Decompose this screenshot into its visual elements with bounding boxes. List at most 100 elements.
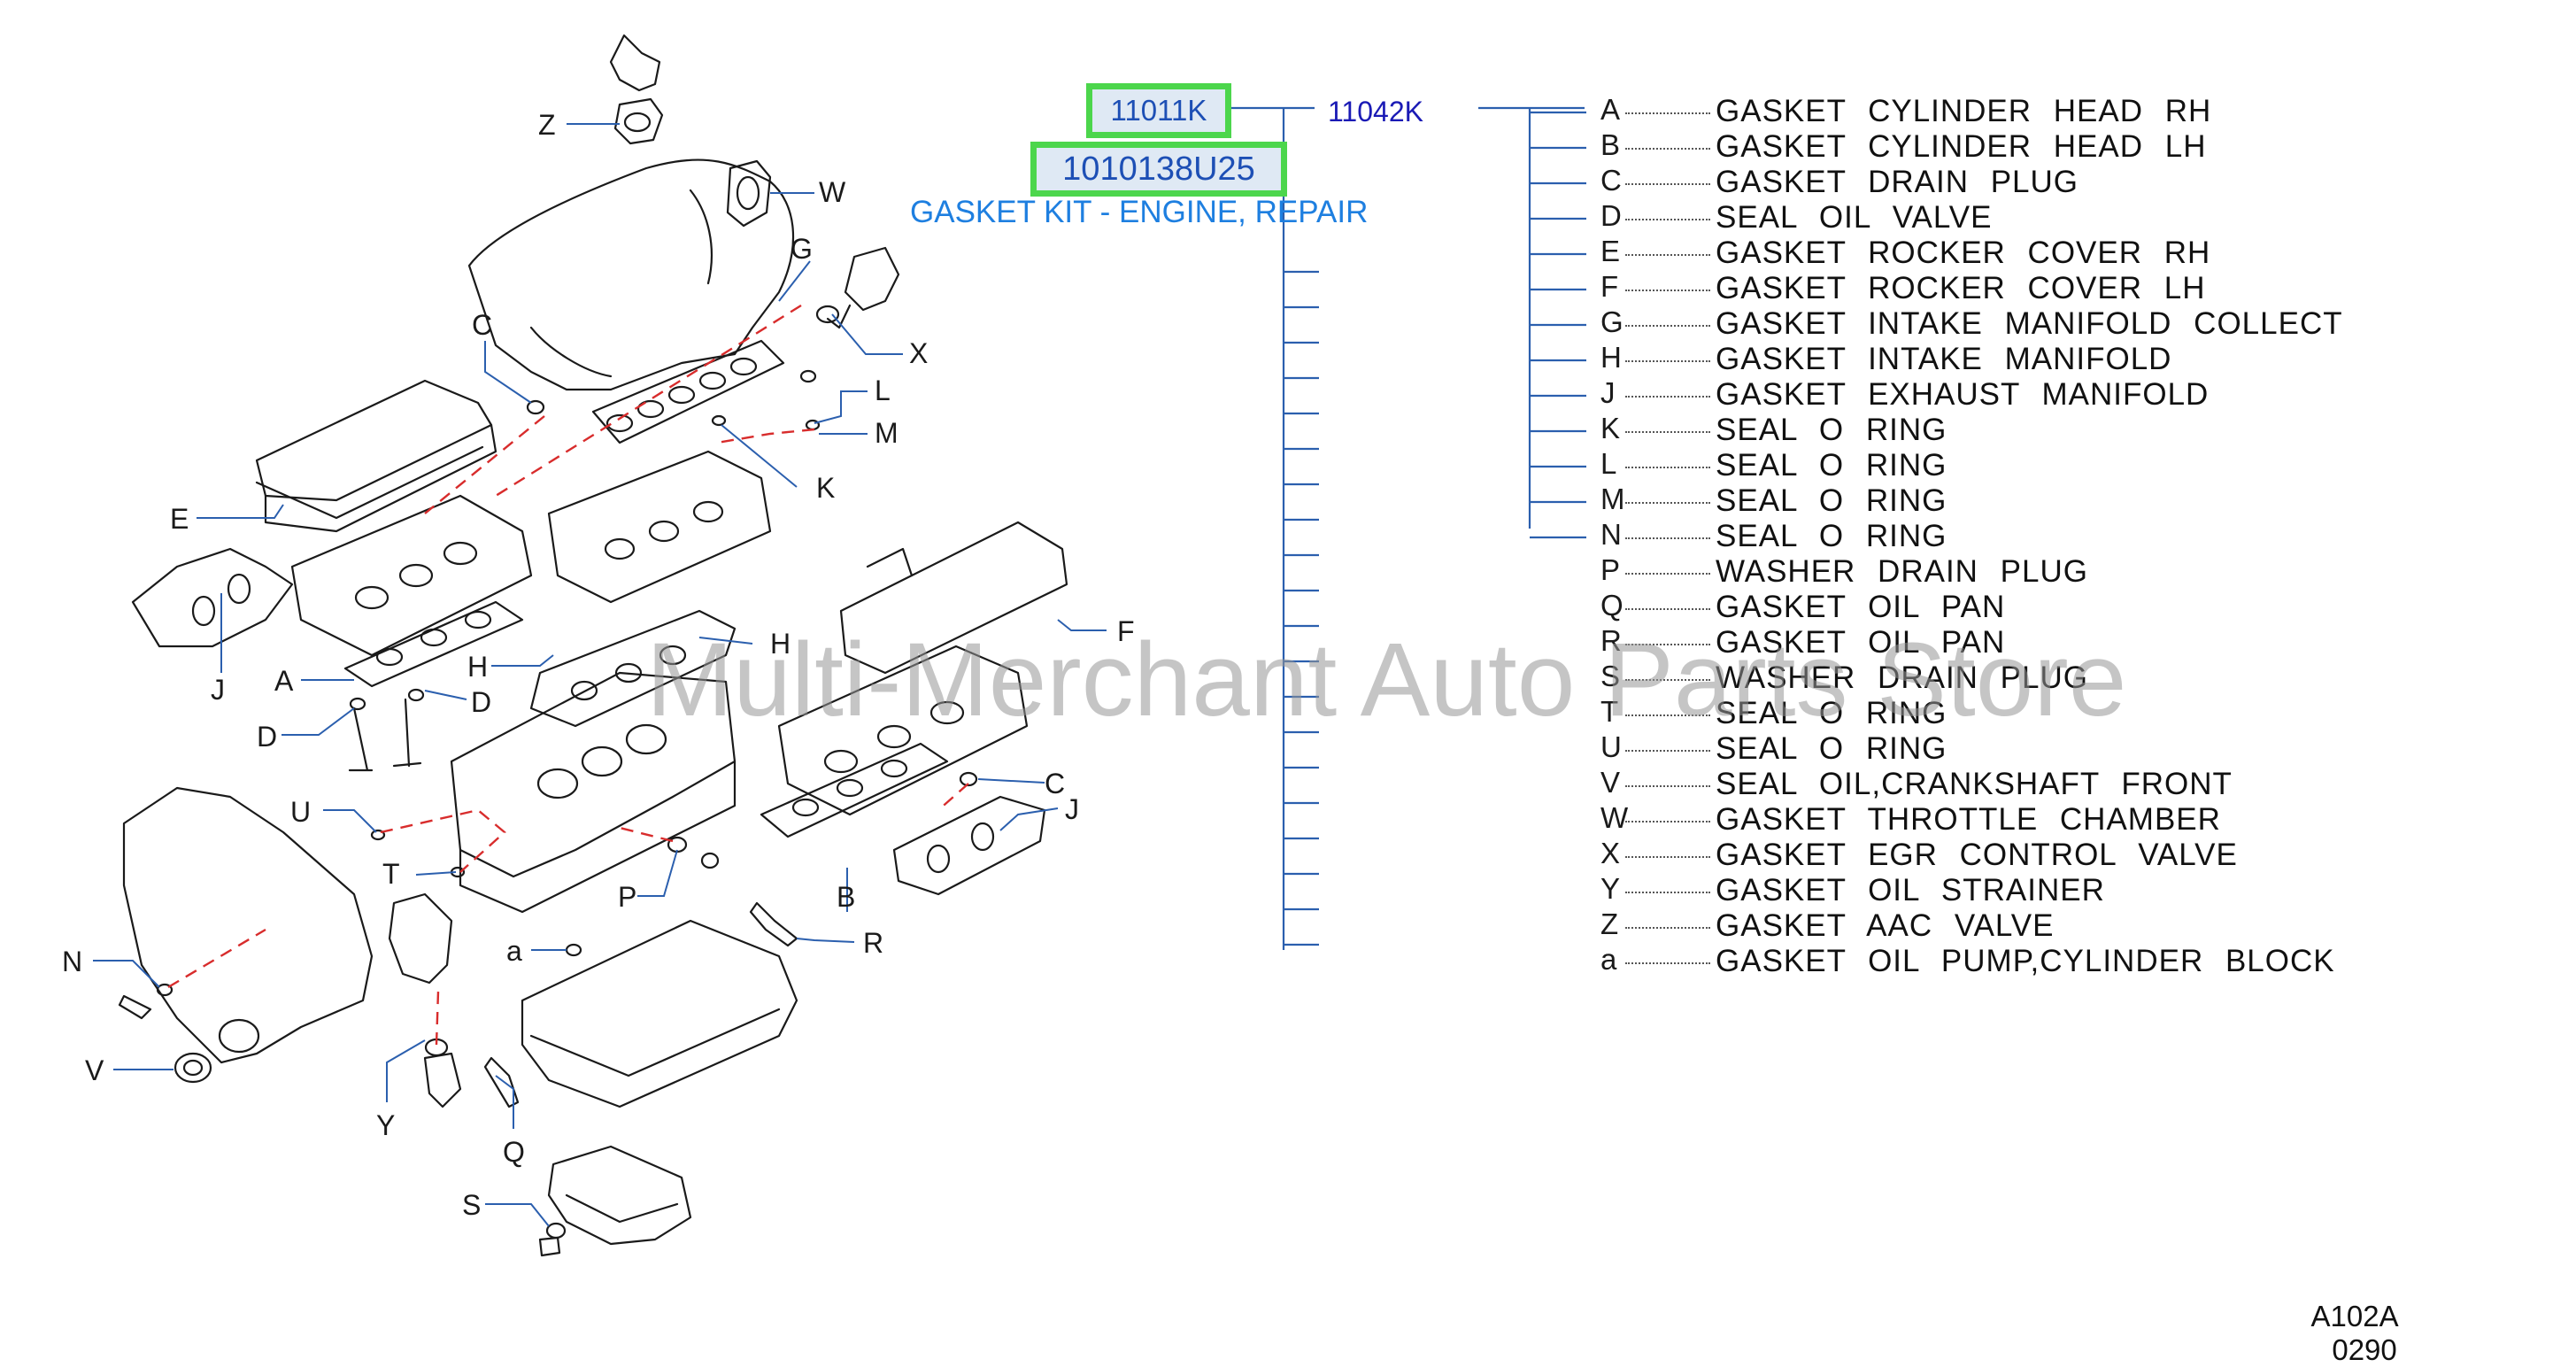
parts-list-leader [1625, 219, 1710, 220]
parts-list-leader [1625, 679, 1710, 681]
callout-C-right: C [1045, 768, 1065, 799]
parts-list-leader [1625, 537, 1710, 539]
callout-P: P [618, 881, 636, 913]
parts-list-description[interactable]: GASKET ROCKER COVER LH [1716, 271, 2206, 305]
parts-list-leader [1625, 573, 1710, 575]
callout-X: X [909, 337, 928, 369]
parts-list-letter: Z [1600, 907, 1619, 940]
callout-E: E [170, 503, 189, 535]
parts-list-letter: P [1600, 553, 1621, 586]
parts-list-leader [1625, 644, 1710, 645]
parts-list-letter: C [1600, 164, 1622, 197]
part-number-secondary[interactable]: 1010138U25 [1062, 150, 1255, 188]
callout-Q: Q [503, 1136, 525, 1168]
assembly-lines [167, 304, 969, 1046]
parts-list-description[interactable]: SEAL O RING [1716, 696, 1947, 730]
parts-list-letter: H [1600, 341, 1622, 374]
parts-list-leader [1625, 785, 1710, 787]
parts-list-description[interactable]: GASKET OIL PAN [1716, 625, 2006, 660]
parts-list-letter: Q [1600, 589, 1623, 622]
parts-list-leader [1625, 856, 1710, 858]
callout-a: a [506, 935, 522, 967]
parts-list-description[interactable]: GASKET CYLINDER HEAD RH [1716, 94, 2212, 128]
parts-list-leader [1625, 962, 1710, 964]
parts-list-leader [1625, 502, 1710, 504]
parts-list-leader [1625, 396, 1710, 398]
parts-list-letter: N [1600, 518, 1622, 551]
parts-list-description[interactable]: GASKET OIL PAN [1716, 590, 2006, 624]
parts-list-letter: J [1600, 376, 1616, 409]
diagram-footer: A102A 0290 [2296, 1266, 2399, 1367]
parts-list-description[interactable]: GASKET EGR CONTROL VALVE [1716, 838, 2238, 872]
parts-list-leader [1625, 360, 1710, 362]
callout-W: W [819, 176, 846, 208]
callout-H-left: H [467, 651, 488, 683]
parts-list-description[interactable]: SEAL O RING [1716, 483, 1947, 518]
callout-T: T [382, 858, 400, 890]
part-number-11011k-box[interactable]: 11011K [1086, 83, 1231, 138]
callout-D-right: D [471, 686, 491, 718]
callout-V: V [85, 1054, 104, 1086]
parts-list-leader [1625, 112, 1710, 114]
parts-list-description[interactable]: SEAL O RING [1716, 413, 1947, 447]
callout-G: G [791, 233, 813, 265]
parts-list-description[interactable]: GASKET DRAIN PLUG [1716, 165, 2079, 199]
parts-list-letter: A [1600, 93, 1621, 126]
parts-list-description[interactable]: GASKET OIL PUMP,CYLINDER BLOCK [1716, 944, 2335, 978]
callout-S: S [462, 1189, 481, 1221]
parts-list-description[interactable]: GASKET ROCKER COVER RH [1716, 236, 2211, 270]
parts-list-leader [1625, 254, 1710, 256]
parts-list-letter: S [1600, 660, 1621, 692]
parts-list-letter: G [1600, 305, 1623, 338]
parts-list-description[interactable]: GASKET EXHAUST MANIFOLD [1716, 377, 2210, 412]
callout-F: F [1117, 615, 1135, 647]
callout-letter-group: Z W G X C L M K E J A H H F D D U T P B … [62, 109, 1135, 1221]
parts-list-letter: W [1600, 801, 1629, 834]
parts-list-description[interactable]: GASKET OIL STRAINER [1716, 873, 2105, 907]
callout-H-right: H [770, 628, 791, 660]
engine-exploded-view [118, 34, 1068, 1257]
callout-D-left: D [257, 721, 277, 753]
parts-list-description[interactable]: SEAL O RING [1716, 519, 1947, 553]
parts-list-leader [1625, 608, 1710, 610]
part-number-primary[interactable]: 11011K [1110, 94, 1207, 127]
parts-list-description[interactable]: WASHER DRAIN PLUG [1716, 660, 2088, 695]
parts-list-leader [1625, 325, 1710, 327]
callout-M: M [875, 417, 899, 449]
exploded-diagram: Z W G X C L M K E J A H H F D D U T P B … [62, 34, 1586, 1257]
parts-list-description[interactable]: SEAL O RING [1716, 731, 1947, 766]
kit-title[interactable]: GASKET KIT - ENGINE, REPAIR [910, 195, 1369, 229]
parts-list-description[interactable]: SEAL OIL,CRANKSHAFT FRONT [1716, 767, 2233, 801]
parts-list-leader [1625, 750, 1710, 752]
footer-code: A102A [2310, 1300, 2399, 1332]
callout-lines [93, 123, 1107, 1227]
parts-list-letter: R [1600, 624, 1622, 657]
parts-list-description[interactable]: GASKET INTAKE MANIFOLD COLLECT [1716, 306, 2343, 341]
parts-list-description[interactable]: GASKET THROTTLE CHAMBER [1716, 802, 2221, 837]
callout-C-top: C [472, 309, 492, 341]
parts-tree-lines [1230, 106, 1586, 950]
parts-list-leader [1625, 821, 1710, 823]
parts-list-leader [1625, 467, 1710, 468]
parts-list-description[interactable]: SEAL O RING [1716, 448, 1947, 483]
parts-list-letter: E [1600, 235, 1621, 267]
parts-list-leader [1625, 431, 1710, 433]
callout-J-left: J [211, 674, 225, 706]
parts-list-letter: a [1600, 943, 1617, 976]
parts-list-letter: K [1600, 412, 1621, 444]
parts-list-letter: M [1600, 483, 1625, 515]
parts-list-description[interactable]: GASKET INTAKE MANIFOLD [1716, 342, 2172, 376]
callout-Z: Z [538, 109, 556, 141]
callout-N: N [62, 946, 82, 977]
parts-list-leader [1625, 927, 1710, 929]
parts-list-leader [1625, 183, 1710, 185]
parts-list-description[interactable]: SEAL OIL VALVE [1716, 200, 1993, 235]
part-number-1010138u25-box[interactable]: 1010138U25 [1030, 142, 1287, 197]
parts-list-letter: L [1600, 447, 1617, 480]
parts-list-description[interactable]: GASKET AAC VALVE [1716, 908, 2055, 943]
parts-list-letter: D [1600, 199, 1622, 232]
parts-list-description[interactable]: GASKET CYLINDER HEAD LH [1716, 129, 2207, 164]
parts-list-description[interactable]: WASHER DRAIN PLUG [1716, 554, 2088, 589]
sub-assembly-number[interactable]: 11042K [1328, 96, 1423, 127]
callout-J-right: J [1065, 793, 1079, 825]
